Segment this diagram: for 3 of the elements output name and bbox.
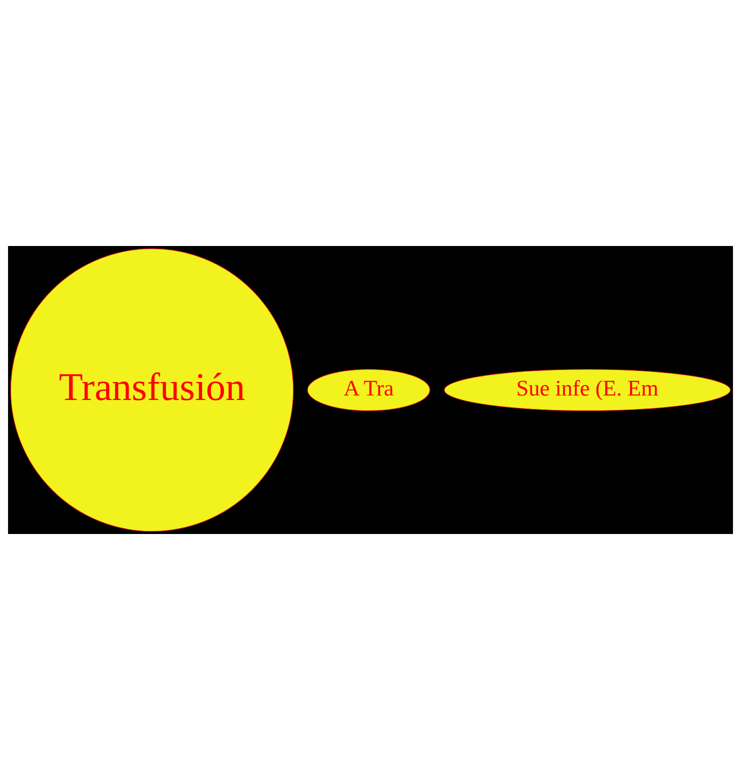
node-circle: Transfusión xyxy=(10,248,294,532)
node-ellipse: Sue infe (E. Em xyxy=(444,368,731,411)
node-ellipse: A Tra xyxy=(307,368,430,411)
